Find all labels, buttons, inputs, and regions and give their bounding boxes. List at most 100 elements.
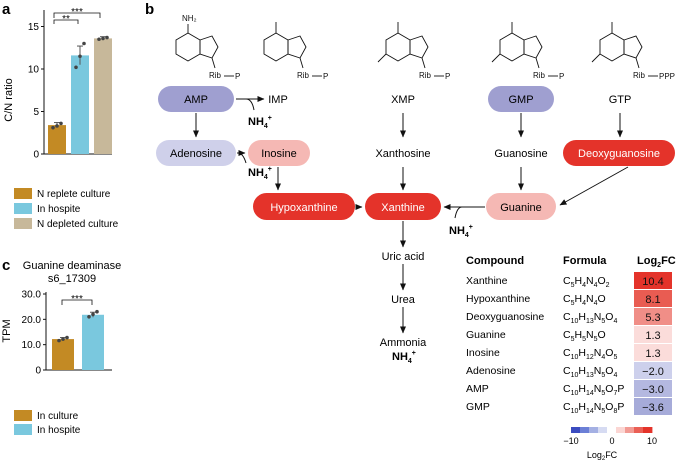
table-header-formula: Formula bbox=[563, 255, 607, 267]
node-gtp-label: GTP bbox=[609, 94, 632, 106]
data-point bbox=[74, 65, 78, 70]
data-point bbox=[59, 121, 63, 126]
fc-value: 1.3 bbox=[645, 330, 660, 342]
colorbar-cell bbox=[625, 427, 635, 433]
fc-value: 8.1 bbox=[645, 294, 660, 306]
panel-c-title-2: s6_17309 bbox=[48, 273, 96, 285]
bar bbox=[82, 314, 104, 370]
node-xmp-label: XMP bbox=[391, 94, 415, 106]
data-point bbox=[55, 124, 59, 128]
colorbar-cell bbox=[643, 427, 653, 433]
colorbar-label: Log2FC bbox=[587, 450, 618, 462]
node-urea-label: Urea bbox=[391, 294, 416, 306]
arrow-deoxyguanosine-guanine bbox=[559, 166, 629, 206]
ytick-label: 5 bbox=[33, 107, 39, 118]
pathway-arrows bbox=[193, 96, 629, 334]
ytick-label: 10 bbox=[28, 65, 40, 76]
table-formula: C10H13N5O4 bbox=[563, 311, 617, 325]
data-point bbox=[105, 35, 109, 40]
table-formula: C10H13N5O4 bbox=[563, 365, 617, 379]
nh4-release-3: NH4+ bbox=[449, 224, 473, 239]
legend-swatch-hospite bbox=[14, 203, 32, 214]
fc-value: 5.3 bbox=[645, 312, 660, 324]
fc-value: −3.6 bbox=[642, 402, 664, 414]
gtp-ppp-label: PPP bbox=[659, 72, 675, 81]
legend-label-depleted: N depleted culture bbox=[37, 219, 119, 230]
fc-cell bbox=[634, 380, 672, 397]
gtp-rib-label: Rib bbox=[633, 71, 646, 80]
table-formula: C5H4N4O2 bbox=[563, 275, 610, 289]
panel-label-c: c bbox=[2, 257, 10, 274]
xmp-rib-label: Rib bbox=[419, 71, 432, 80]
node-inosine bbox=[248, 140, 310, 166]
data-point bbox=[95, 309, 99, 314]
amp-p-label: P bbox=[235, 72, 240, 81]
node-adenosine-label: Adenosine bbox=[170, 148, 222, 160]
node-xanthine bbox=[365, 193, 441, 220]
bar bbox=[52, 339, 74, 370]
data-point bbox=[101, 36, 105, 41]
table-formula: C10H12N4O5 bbox=[563, 347, 617, 361]
node-xanthosine-label: Xanthosine bbox=[375, 148, 430, 160]
sig-c: *** bbox=[71, 294, 83, 305]
fc-value: −2.0 bbox=[642, 366, 664, 378]
legend-swatch-hospite-c bbox=[14, 424, 32, 435]
colorbar-tick-min: −10 bbox=[563, 436, 578, 446]
nh4-release-1: NH4+ bbox=[248, 115, 272, 130]
panel-c-chart: Guanine deaminase s6_17309 TPM 010.020.0… bbox=[1, 260, 121, 436]
node-imp-label: IMP bbox=[268, 94, 288, 106]
arrow-guanine-xanthine-release bbox=[454, 206, 463, 219]
legend-label-hospite-c: In hospite bbox=[37, 425, 81, 436]
fc-cell bbox=[634, 290, 672, 307]
fc-value: 10.4 bbox=[642, 276, 663, 288]
data-point bbox=[61, 337, 65, 341]
panel-a-ylabel: C/N ratio bbox=[3, 78, 15, 121]
panel-a-significance: ** *** bbox=[53, 7, 101, 25]
node-uric-acid-label: Uric acid bbox=[382, 251, 425, 263]
amp-rib-label: Rib bbox=[209, 71, 222, 80]
fc-cell bbox=[634, 362, 672, 379]
data-point bbox=[97, 37, 101, 42]
node-guanine bbox=[486, 193, 556, 220]
imp-p-label: P bbox=[323, 72, 328, 81]
table-compound: Xanthine bbox=[466, 275, 508, 287]
colorbar-tick-max: 10 bbox=[647, 436, 657, 446]
structure-gtp: Rib PPP bbox=[591, 22, 675, 81]
data-point bbox=[87, 315, 91, 319]
xmp-p-label: P bbox=[445, 72, 450, 81]
arrow-amp-imp-release bbox=[245, 98, 255, 111]
ytick-label: 30.0 bbox=[22, 290, 42, 301]
panel-c-significance: *** bbox=[61, 294, 93, 305]
colorbar-cell bbox=[598, 427, 608, 433]
node-xanthine-label: Xanthine bbox=[381, 202, 424, 214]
colorbar-cell bbox=[589, 427, 599, 433]
legend-swatch-depleted bbox=[14, 218, 32, 229]
ytick-label: 15 bbox=[28, 22, 40, 33]
gmp-p-label: P bbox=[559, 72, 564, 81]
ytick-label: 0 bbox=[33, 150, 39, 161]
fc-value: 1.3 bbox=[645, 348, 660, 360]
structure-imp: Rib P bbox=[263, 22, 328, 81]
node-hypoxanthine bbox=[253, 193, 355, 220]
colorbar-cell bbox=[580, 427, 590, 433]
node-ammonia-label: Ammonia bbox=[380, 337, 427, 349]
table-formula: C10H14N5O8P bbox=[563, 401, 624, 415]
fc-cell bbox=[634, 398, 672, 415]
fc-value: −3.0 bbox=[642, 384, 664, 396]
amp-nh2-label: NH₂ bbox=[182, 14, 197, 23]
table-formula: C5H5N5O bbox=[563, 329, 606, 343]
table-compound: Guanine bbox=[466, 329, 506, 341]
fc-cell bbox=[634, 308, 672, 325]
data-point bbox=[91, 312, 95, 317]
sig-a-1: ** bbox=[62, 14, 70, 25]
ytick-label: 10.0 bbox=[22, 340, 42, 351]
table-formula: C10H14N5O7P bbox=[563, 383, 624, 397]
panel-label-a: a bbox=[2, 1, 11, 18]
data-point bbox=[78, 54, 82, 59]
table-header-compound: Compound bbox=[466, 255, 524, 267]
table-compound: Deoxyguanosine bbox=[466, 311, 544, 323]
